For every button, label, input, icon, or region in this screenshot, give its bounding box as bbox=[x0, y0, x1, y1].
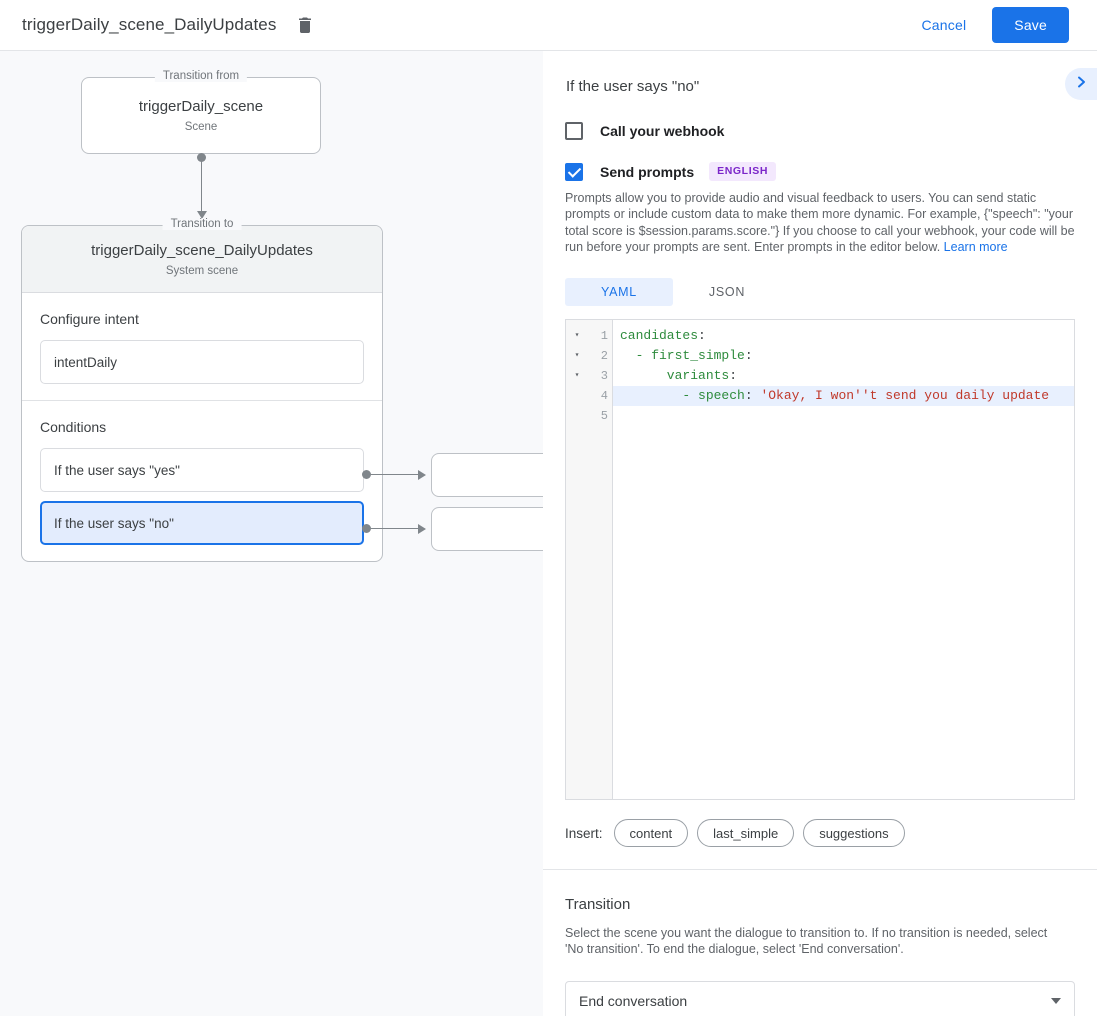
connector-line bbox=[201, 157, 202, 213]
save-button[interactable]: Save bbox=[992, 7, 1069, 43]
detail-panel: If the user says "no" Call your webhook … bbox=[543, 51, 1097, 1016]
insert-chip-content[interactable]: content bbox=[613, 819, 689, 848]
code-line[interactable]: variants: bbox=[613, 366, 1074, 386]
fold-toggle bbox=[566, 386, 588, 406]
connector-arrow bbox=[197, 211, 207, 219]
panel-header: If the user says "no" bbox=[565, 51, 1097, 100]
edge-arrow-no bbox=[418, 524, 426, 534]
graph-node-transition-to[interactable]: Transition to triggerDaily_scene_DailyUp… bbox=[21, 218, 383, 562]
editor-line-numbers: 1 2 3 4 5 bbox=[588, 320, 613, 800]
code-line[interactable]: candidates: bbox=[613, 326, 1074, 346]
transition-description: Select the scene you want the dialogue t… bbox=[565, 926, 1048, 957]
transition-select-value: End conversation bbox=[579, 992, 688, 1009]
transition-section: Transition Select the scene you want the… bbox=[543, 870, 1097, 1016]
code-key: variants bbox=[620, 368, 730, 384]
intent-field[interactable]: intentDaily bbox=[40, 340, 364, 384]
send-prompts-checkbox-row[interactable]: Send prompts ENGLISH bbox=[565, 162, 1075, 181]
editor-code-area[interactable]: candidates: - first_simple: variants: - … bbox=[613, 320, 1074, 799]
prompts-helper-text: Prompts allow you to provide audio and v… bbox=[565, 190, 1075, 255]
fold-toggle[interactable]: ▾ bbox=[574, 371, 580, 381]
code-line[interactable]: - speech: 'Okay, I won''t send you daily… bbox=[613, 386, 1074, 407]
code-key: - first_simple bbox=[620, 348, 745, 364]
format-tabs: YAML JSON bbox=[565, 278, 1075, 307]
insert-chip-last-simple[interactable]: last_simple bbox=[697, 819, 795, 848]
code-punct: : bbox=[744, 388, 761, 404]
detail-panel-scroll[interactable]: If the user says "no" Call your webhook … bbox=[543, 51, 1097, 1016]
edge-line-yes bbox=[371, 474, 421, 475]
webhook-label: Call your webhook bbox=[600, 123, 725, 139]
graph-node-transition-from[interactable]: Transition from triggerDaily_scene Scene bbox=[81, 70, 321, 154]
code-line[interactable] bbox=[613, 406, 1074, 426]
panel-title: If the user says "no" bbox=[566, 78, 700, 95]
tab-yaml[interactable]: YAML bbox=[565, 278, 673, 307]
from-node-title: triggerDaily_scene bbox=[138, 97, 264, 115]
edge-arrow-yes bbox=[418, 470, 426, 480]
from-node-subtitle: Scene bbox=[184, 120, 218, 133]
fold-toggle[interactable]: ▾ bbox=[574, 331, 580, 341]
expand-panel-button[interactable] bbox=[1065, 68, 1097, 100]
graph-canvas[interactable]: Transition from triggerDaily_scene Scene… bbox=[0, 51, 543, 1016]
edge-line-no bbox=[371, 528, 421, 529]
condition-item-no[interactable]: If the user says "no" bbox=[40, 501, 364, 545]
prompt-code-editor[interactable]: ▾ ▾ ▾ 1 2 3 4 5 candidates: - first_simp… bbox=[565, 319, 1075, 801]
send-prompts-label: Send prompts bbox=[600, 163, 695, 180]
code-punct: : bbox=[729, 368, 738, 384]
learn-more-link[interactable]: Learn more bbox=[943, 239, 1008, 254]
to-node-header: triggerDaily_scene_DailyUpdates System s… bbox=[22, 226, 382, 293]
conditions-section: Conditions If the user says "yes" If the… bbox=[22, 400, 382, 561]
line-number: 5 bbox=[600, 409, 608, 424]
line-number: 2 bbox=[600, 349, 608, 364]
send-prompts-checkbox[interactable] bbox=[565, 162, 583, 181]
code-punct: : bbox=[698, 328, 706, 344]
graph-node-target-yes[interactable] bbox=[431, 453, 543, 497]
to-node-subtitle: System scene bbox=[165, 265, 239, 277]
trash-icon bbox=[297, 16, 313, 34]
edge-dot-yes bbox=[362, 470, 371, 479]
code-key: candidates bbox=[620, 328, 699, 344]
configure-intent-section: Configure intent intentDaily bbox=[22, 293, 382, 400]
transition-to-legend: Transition to bbox=[162, 218, 242, 230]
conditions-label: Conditions bbox=[40, 419, 107, 435]
code-key: - speech bbox=[620, 388, 745, 404]
prompts-helper-body: Prompts allow you to provide audio and v… bbox=[565, 191, 1075, 254]
panel-divider bbox=[543, 869, 1097, 871]
top-bar: triggerDaily_scene_DailyUpdates Cancel S… bbox=[0, 0, 1097, 51]
line-number: 1 bbox=[600, 329, 608, 344]
panel-body: If the user says "no" Call your webhook … bbox=[543, 51, 1097, 869]
webhook-checkbox[interactable] bbox=[565, 122, 583, 140]
edge-dot-no bbox=[362, 524, 371, 533]
fold-toggle bbox=[566, 406, 588, 426]
language-badge: ENGLISH bbox=[709, 162, 776, 181]
insert-chip-suggestions[interactable]: suggestions bbox=[803, 819, 905, 848]
condition-item-yes[interactable]: If the user says "yes" bbox=[40, 448, 364, 492]
graph-node-target-no[interactable] bbox=[431, 507, 543, 551]
transition-select[interactable]: End conversation bbox=[565, 980, 1075, 1016]
editor-fold-gutter: ▾ ▾ ▾ bbox=[566, 320, 588, 800]
webhook-checkbox-row[interactable]: Call your webhook bbox=[565, 122, 1075, 140]
page-title: triggerDaily_scene_DailyUpdates bbox=[22, 15, 277, 34]
line-number: 3 bbox=[600, 369, 608, 384]
insert-row: Insert: content last_simple suggestions bbox=[565, 819, 1075, 869]
transition-from-legend: Transition from bbox=[154, 70, 248, 82]
configure-intent-label: Configure intent bbox=[40, 311, 139, 327]
cancel-button[interactable]: Cancel bbox=[910, 8, 979, 42]
insert-label: Insert: bbox=[565, 825, 603, 841]
caret-down-icon bbox=[1051, 997, 1061, 1004]
transition-title: Transition bbox=[565, 896, 631, 914]
code-punct: : bbox=[744, 348, 753, 364]
delete-button[interactable] bbox=[290, 10, 320, 40]
fold-toggle[interactable]: ▾ bbox=[574, 351, 580, 361]
code-string: 'Okay, I won''t send you daily update bbox=[760, 388, 1050, 404]
tab-json[interactable]: JSON bbox=[708, 285, 746, 300]
to-node-title: triggerDaily_scene_DailyUpdates bbox=[91, 242, 313, 259]
code-line[interactable]: - first_simple: bbox=[613, 346, 1074, 366]
chevron-right-icon bbox=[1074, 75, 1088, 94]
line-number: 4 bbox=[600, 389, 608, 404]
